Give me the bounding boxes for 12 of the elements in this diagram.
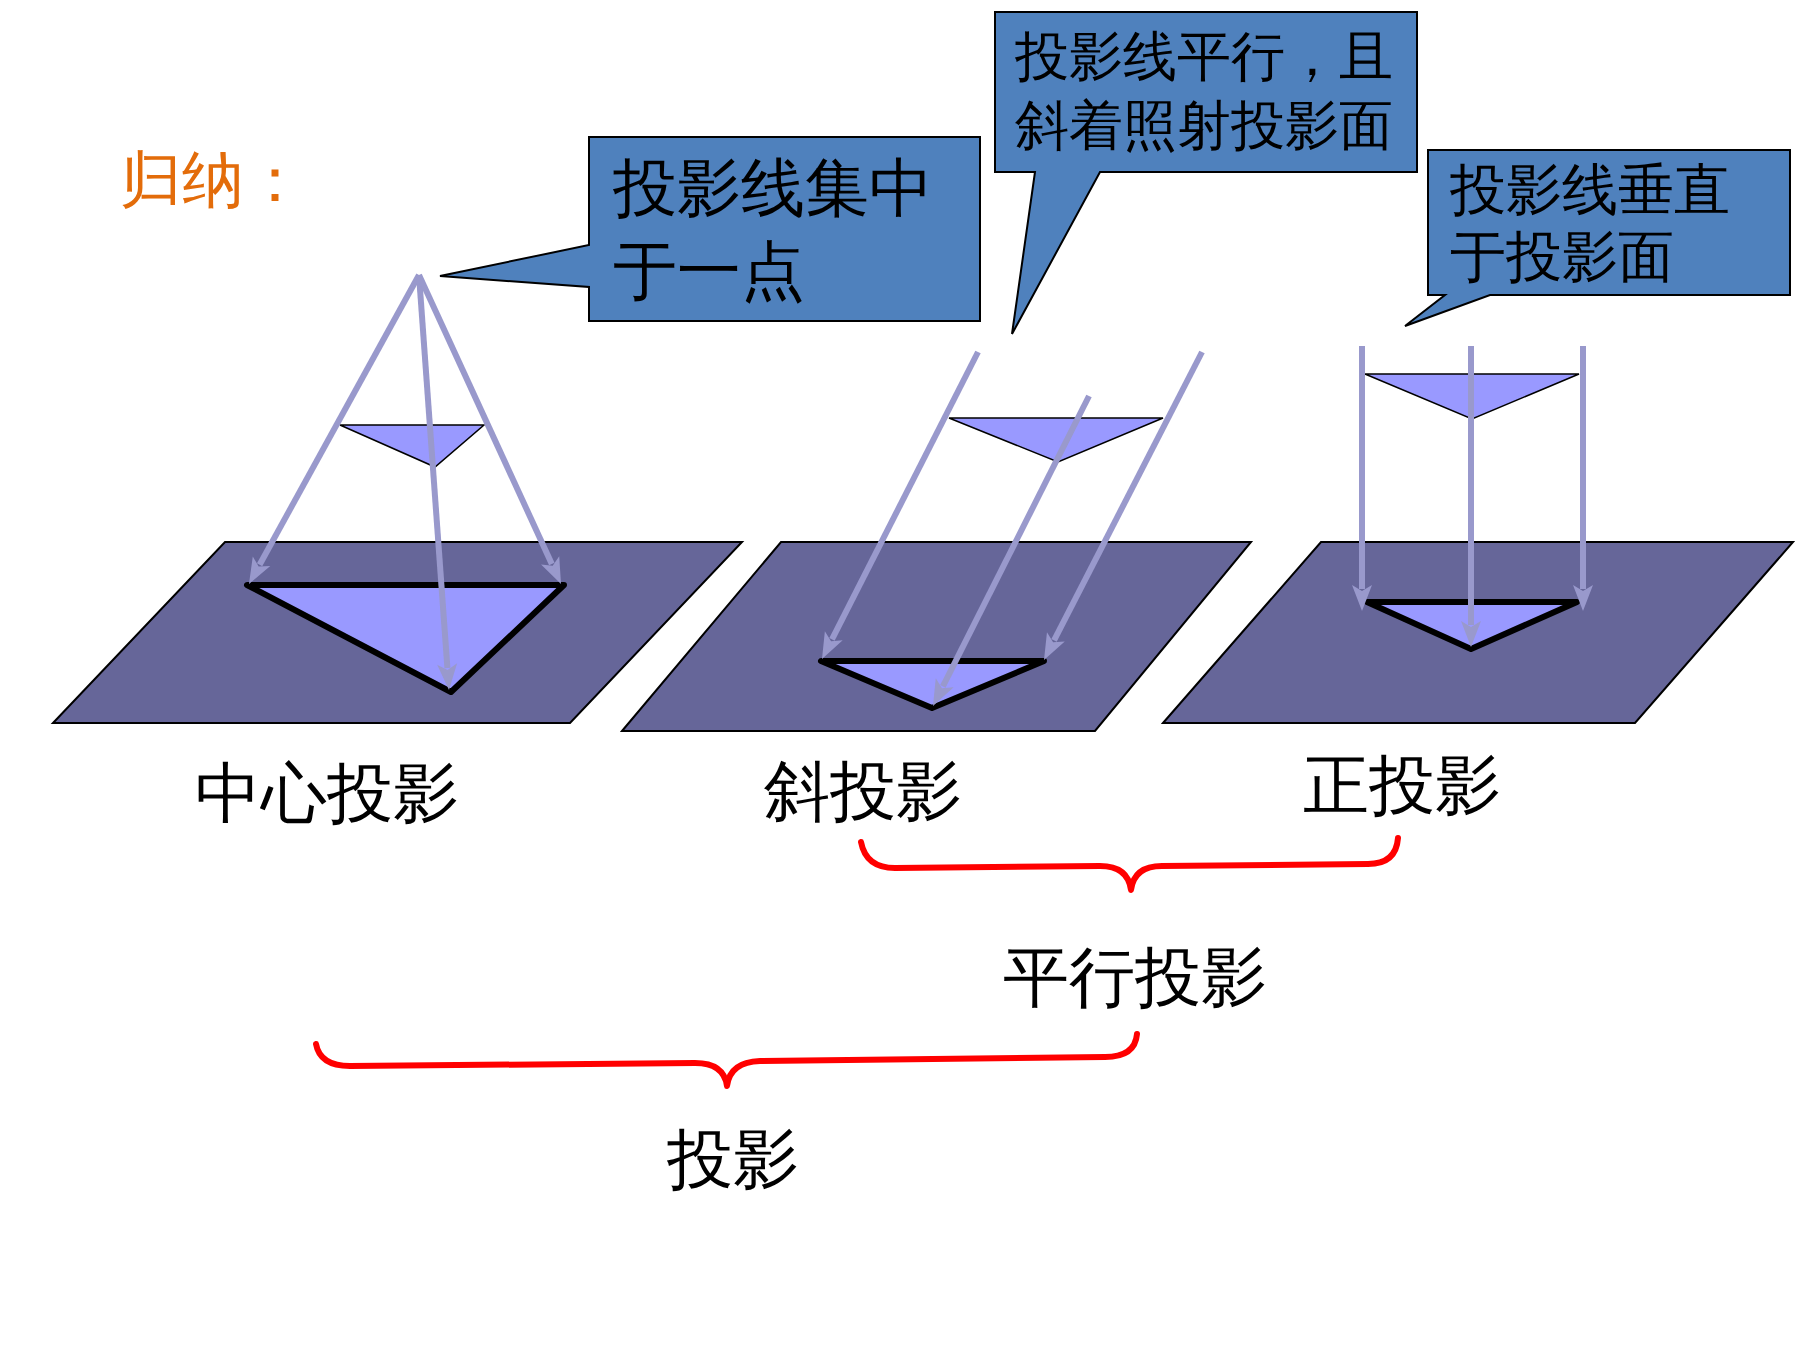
callout-text: 投影线平行，且斜着照射投影面 <box>1015 24 1394 160</box>
brace-label: 投影 <box>667 1123 799 1197</box>
callout-text: 投影线集中于一点 <box>613 150 934 311</box>
callout-box <box>440 137 980 321</box>
heading: 归纳： <box>120 146 306 215</box>
callout-box <box>995 12 1417 334</box>
callout-text: 投影线垂直于投影面 <box>1450 156 1731 291</box>
scene-caption: 斜投影 <box>764 755 962 829</box>
scene-caption: 正投影 <box>1303 749 1501 823</box>
scene-caption: 中心投影 <box>195 757 459 831</box>
callout-box <box>1405 150 1790 326</box>
brace-label: 平行投影 <box>1003 941 1267 1015</box>
